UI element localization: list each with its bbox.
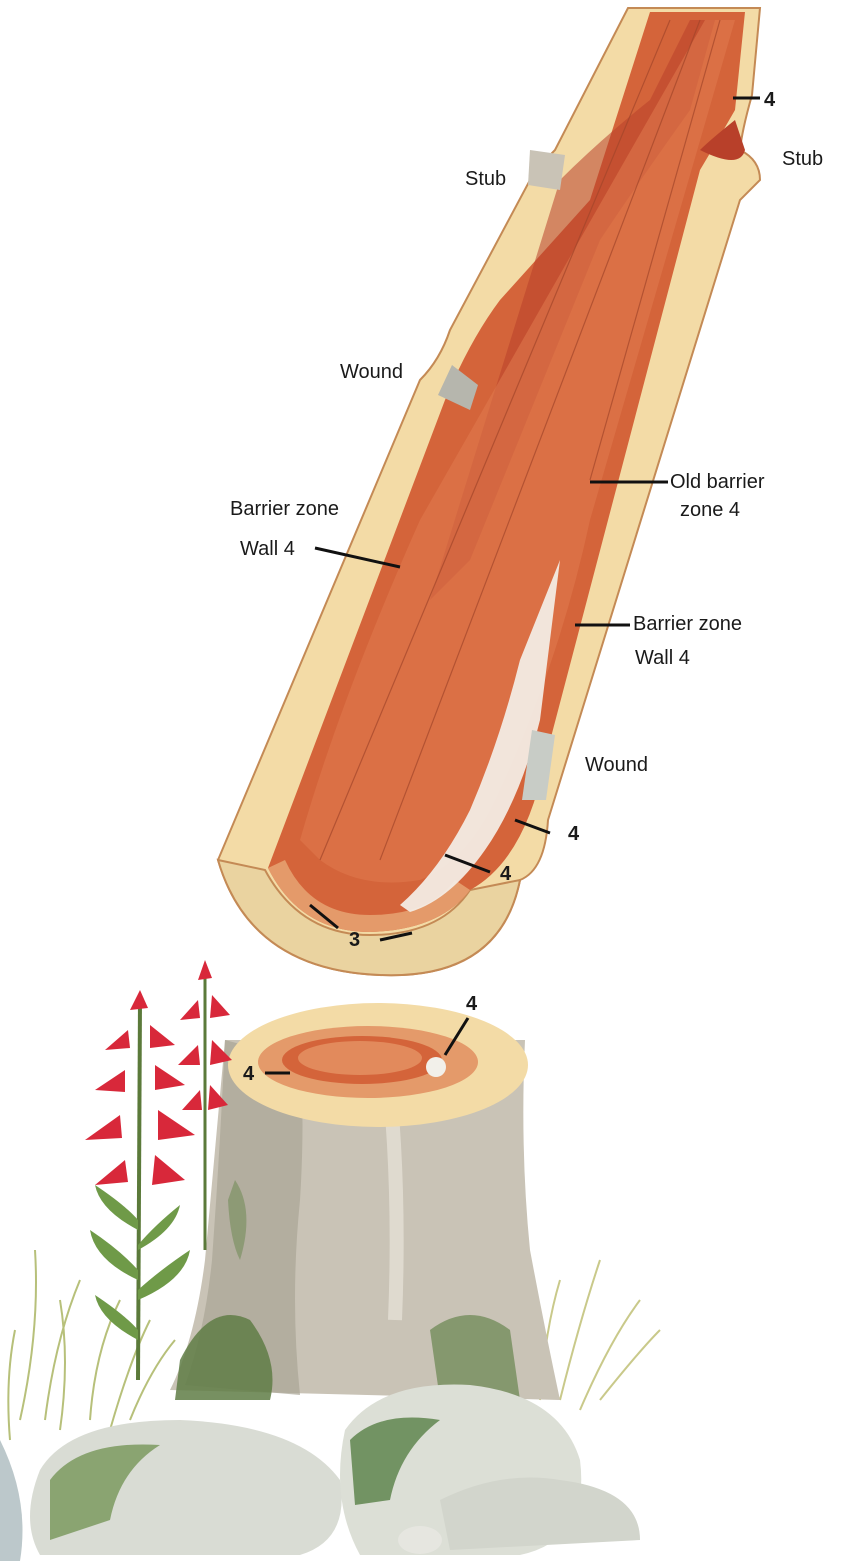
label-old-barrier-line1: Old barrier bbox=[670, 471, 765, 493]
label-old-barrier-line2: zone 4 bbox=[680, 499, 740, 521]
stub-left-shape bbox=[528, 150, 565, 190]
label-four-top: 4 bbox=[764, 89, 776, 111]
label-barrier-left-line1: Barrier zone bbox=[230, 498, 339, 520]
grass-left bbox=[8, 1250, 175, 1440]
label-three: 3 bbox=[349, 929, 360, 951]
stump-wound-spot bbox=[426, 1057, 446, 1077]
label-stub-right: Stub bbox=[782, 148, 823, 170]
label-wound-lower: Wound bbox=[585, 754, 648, 776]
label-four-stump-top: 4 bbox=[466, 993, 478, 1015]
stump bbox=[170, 1003, 560, 1400]
ground-scene bbox=[0, 960, 660, 1561]
grass-right bbox=[540, 1260, 660, 1410]
label-barrier-left-line2: Wall 4 bbox=[240, 538, 295, 560]
stump-core bbox=[298, 1041, 422, 1075]
rocks bbox=[0, 1385, 640, 1561]
label-four-stump-left: 4 bbox=[243, 1063, 255, 1085]
label-stub-left: Stub bbox=[465, 168, 506, 190]
label-barrier-right-line1: Barrier zone bbox=[633, 613, 742, 635]
label-four-lower-right: 4 bbox=[568, 823, 580, 845]
label-four-inner: 4 bbox=[500, 863, 512, 885]
label-barrier-right-line2: Wall 4 bbox=[635, 647, 690, 669]
label-wound-upper: Wound bbox=[340, 361, 403, 383]
